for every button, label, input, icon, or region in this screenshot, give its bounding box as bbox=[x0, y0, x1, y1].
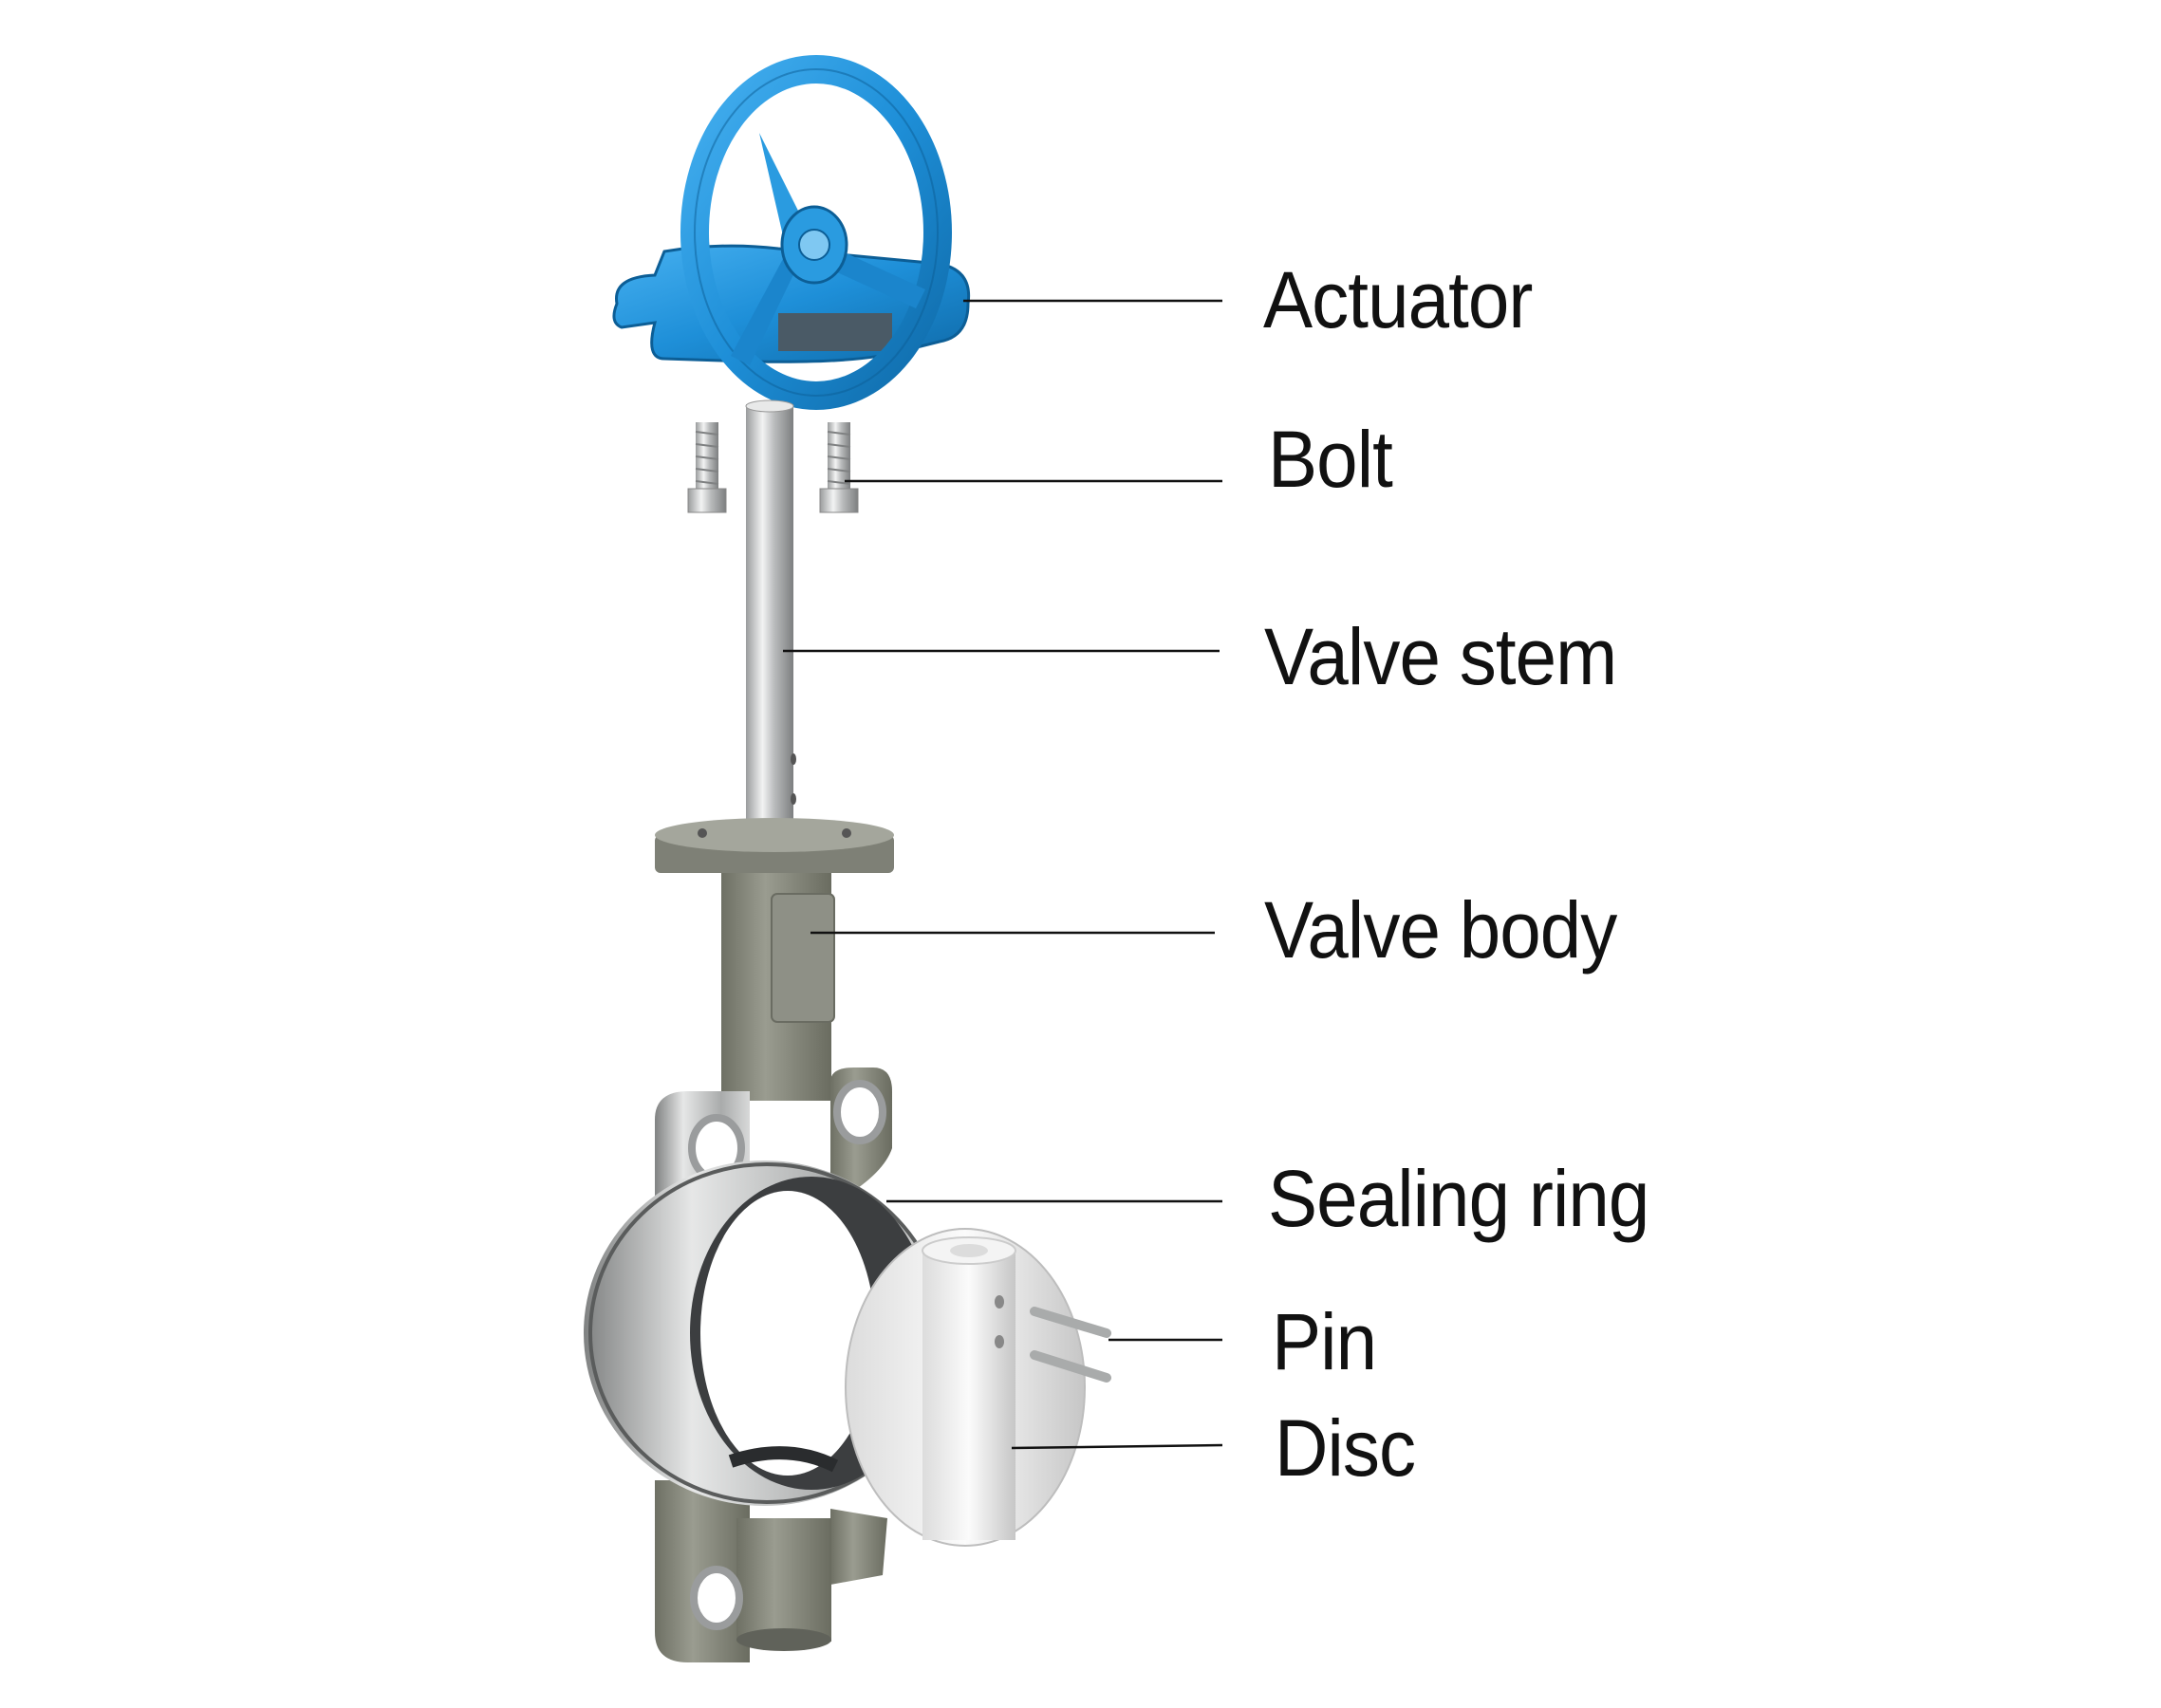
label-bolt: Bolt bbox=[1268, 415, 1393, 504]
label-valve-stem: Valve stem bbox=[1264, 612, 1617, 701]
leader-lines bbox=[783, 299, 1223, 1450]
pin-part bbox=[1030, 1307, 1111, 1383]
label-actuator: Actuator bbox=[1263, 255, 1533, 344]
actuator-part bbox=[612, 55, 971, 410]
leader-line-disc bbox=[1011, 1443, 1223, 1450]
valve-stem-part bbox=[745, 399, 796, 831]
bolt-part bbox=[687, 422, 859, 513]
label-sealing-ring: Sealing ring bbox=[1268, 1154, 1649, 1243]
label-valve-body: Valve body bbox=[1264, 885, 1617, 975]
label-pin: Pin bbox=[1272, 1297, 1377, 1386]
label-disc: Disc bbox=[1275, 1403, 1416, 1493]
disc-part bbox=[845, 1228, 1086, 1547]
sealing-ring-part bbox=[690, 1177, 933, 1490]
